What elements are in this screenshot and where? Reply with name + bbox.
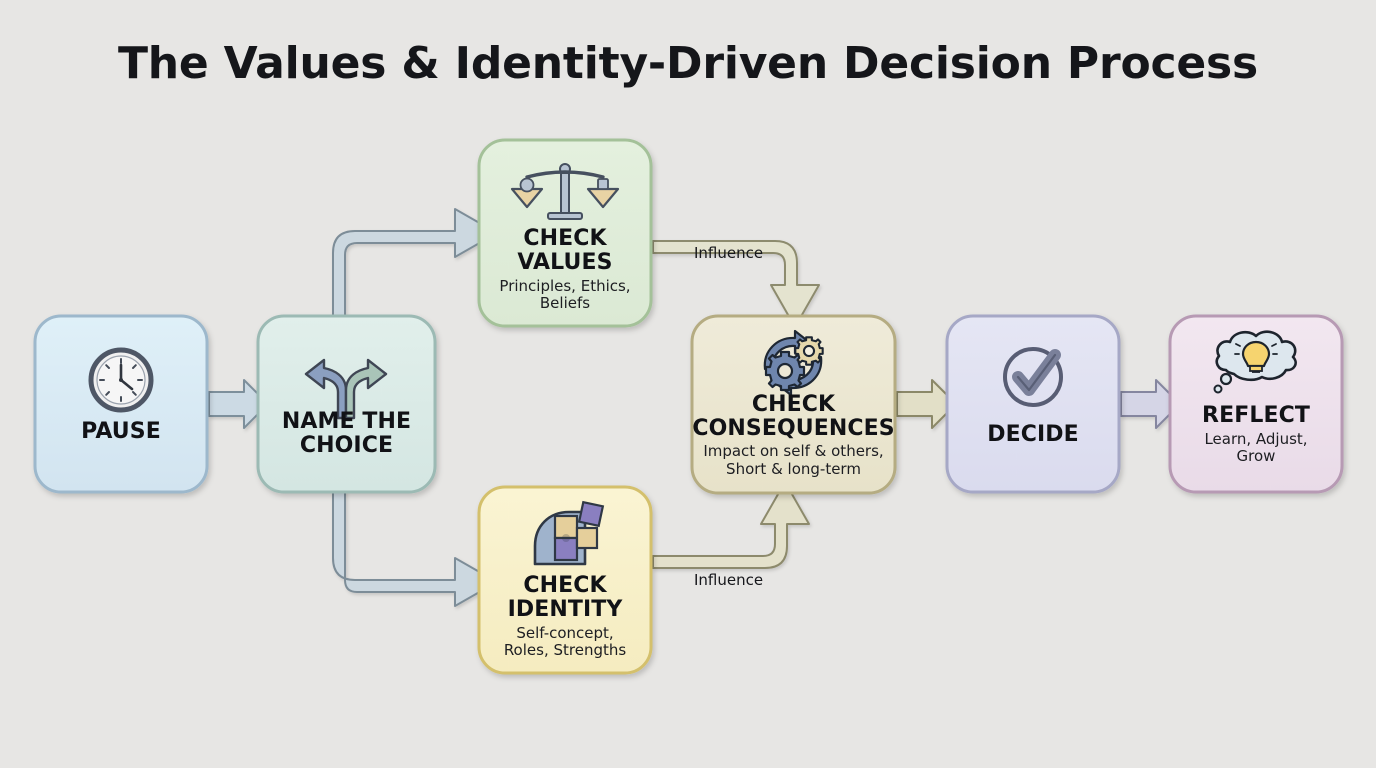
edge-values-to-consequences bbox=[652, 240, 820, 328]
node-decide-label: DECIDE bbox=[987, 422, 1079, 448]
node-check-values-sub: Principles, Ethics,Beliefs bbox=[499, 276, 631, 313]
edge-decide-to-reflect bbox=[1120, 379, 1181, 429]
check-circle-icon bbox=[1003, 347, 1063, 407]
edge-name-to-identity bbox=[332, 489, 498, 607]
node-reflect[interactable] bbox=[1168, 314, 1344, 494]
node-pause[interactable] bbox=[33, 314, 209, 494]
node-reflect-text: REFLECT Learn, Adjust,Grow bbox=[1170, 316, 1342, 492]
node-check-consequences[interactable] bbox=[690, 314, 897, 495]
thought-bulb-icon bbox=[1213, 330, 1297, 394]
clock-icon bbox=[88, 347, 154, 413]
node-name-the-choice[interactable] bbox=[256, 314, 437, 494]
edge-label-values-influence: Influence bbox=[694, 244, 764, 262]
node-check-consequences-sub: Impact on self & others,Short & long-ter… bbox=[703, 442, 884, 478]
node-reflect-sub: Learn, Adjust,Grow bbox=[1204, 429, 1308, 466]
edge-consequences-to-decide bbox=[896, 379, 957, 429]
head-puzzle-icon bbox=[533, 500, 605, 566]
gears-cycle-icon bbox=[763, 329, 824, 397]
node-pause-text: PAUSE bbox=[35, 316, 207, 492]
node-pause-label: PAUSE bbox=[81, 419, 161, 445]
edge-identity-to-consequences bbox=[652, 481, 810, 569]
edge-label-identity-influence: Influence bbox=[694, 571, 764, 589]
node-check-identity[interactable] bbox=[477, 485, 653, 675]
page-title: The Values & Identity-Driven Decision Pr… bbox=[117, 38, 1259, 89]
edge-name-to-values bbox=[332, 208, 498, 319]
node-reflect-label: REFLECT bbox=[1202, 403, 1310, 429]
node-check-identity-sub: Self-concept,Roles, Strengths bbox=[503, 623, 627, 660]
nodes-layer bbox=[33, 138, 1344, 675]
node-decide-text: DECIDE bbox=[947, 316, 1119, 492]
node-decide[interactable] bbox=[945, 314, 1121, 494]
fork-arrows-icon bbox=[304, 358, 388, 420]
balance-scales-icon bbox=[510, 163, 620, 220]
edge-pause-to-name bbox=[208, 379, 269, 429]
edges-layer bbox=[208, 208, 1181, 607]
node-check-values[interactable] bbox=[477, 138, 653, 328]
